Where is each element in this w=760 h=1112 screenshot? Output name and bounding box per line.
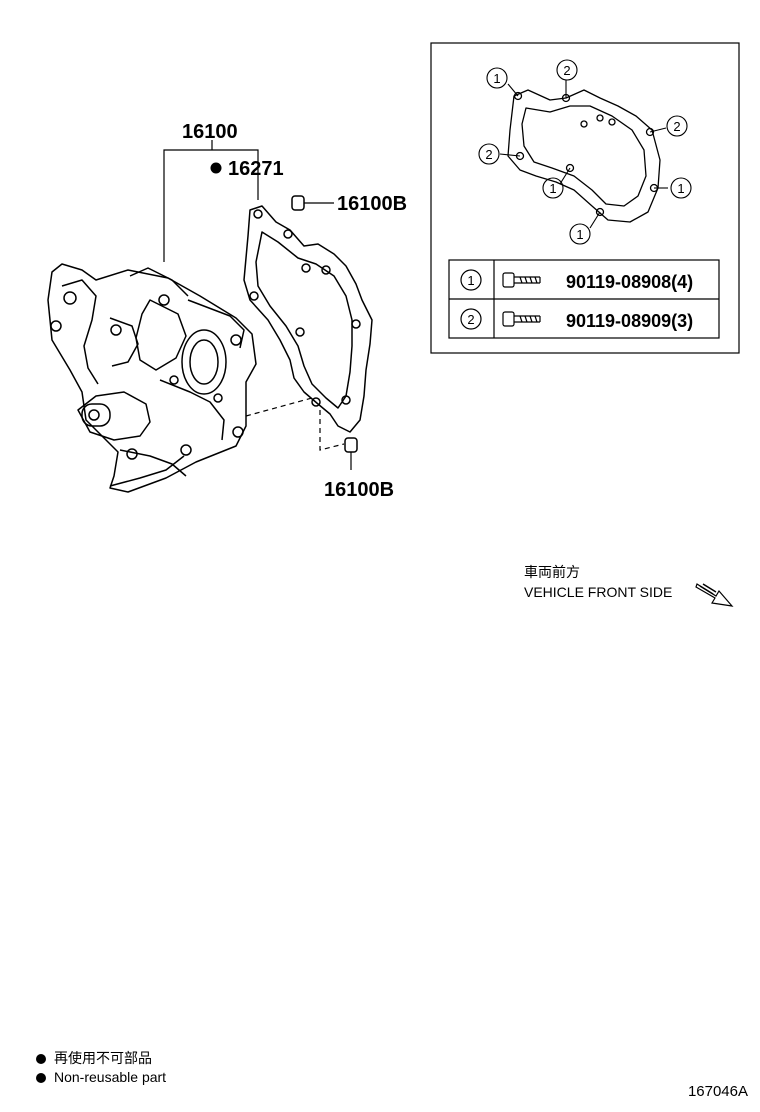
water-pump-drawing [47, 263, 257, 493]
plug-upper-drawing [291, 195, 305, 211]
inset-marker-3: 2 [673, 119, 680, 134]
inset-marker-7: 1 [576, 227, 583, 242]
callout-16100: 16100 [182, 121, 238, 143]
bolt-icon-2 [502, 311, 541, 327]
bullet-dot-icon [36, 1073, 46, 1083]
callout-16100b-lower: 16100B [324, 479, 394, 501]
inset-marker-6: 1 [677, 181, 684, 196]
plug-lower-drawing [344, 437, 358, 453]
vehicle-front-en: VEHICLE FRONT SIDE [524, 584, 673, 600]
bolt-table [448, 259, 720, 339]
gasket-drawing [243, 205, 373, 433]
legend-jp-text: 再使用不可部品 [54, 1050, 152, 1066]
callout-16100b-upper: 16100B [337, 193, 407, 215]
bolt-row-1-marker: 1 [467, 273, 474, 288]
callout-16271: 16271 [228, 158, 284, 180]
legend-en: Non-reusable part [36, 1068, 166, 1086]
leader-lines [163, 140, 352, 470]
inset-marker-2: 2 [563, 63, 570, 78]
vehicle-front-label: 車両前方 VEHICLE FRONT SIDE [524, 562, 672, 602]
bolt-row-2-marker: 2 [467, 312, 474, 327]
front-arrow-icon [695, 583, 734, 607]
bolt-icon-1 [502, 272, 541, 288]
inset-box [430, 42, 740, 354]
inset-marker-1: 1 [493, 71, 500, 86]
diagram-code: 167046A [687, 1083, 748, 1100]
vehicle-front-jp: 車両前方 [524, 564, 580, 580]
bolt-row-1-part: 90119-08908(4) [566, 272, 693, 292]
inset-gasket-drawing [507, 89, 661, 223]
legend-en-text: Non-reusable part [54, 1069, 167, 1085]
bullet-dot-icon [36, 1054, 46, 1064]
inset-marker-5: 1 [549, 181, 556, 196]
bolt-row-2-part: 90119-08909(3) [566, 311, 693, 331]
inset-marker-4: 2 [485, 147, 492, 162]
legend-jp: 再使用不可部品 [36, 1049, 152, 1067]
inset-markers [478, 59, 692, 245]
non-reusable-dot [210, 162, 222, 174]
